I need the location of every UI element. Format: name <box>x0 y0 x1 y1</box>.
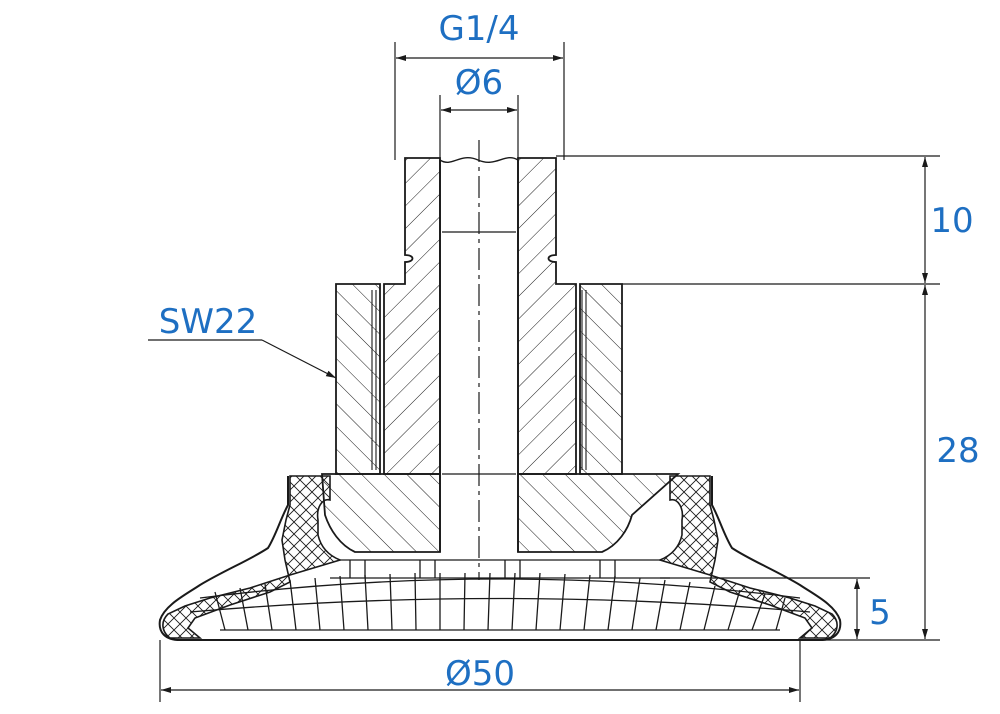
dimension-lines <box>148 42 940 702</box>
dim-cup-diameter-label: Ø50 <box>445 654 515 694</box>
rubber-cup-section <box>158 475 842 641</box>
dim-wrench-label: SW22 <box>159 302 257 342</box>
threaded-nipple-section <box>383 140 577 580</box>
dim-thread-label: G1/4 <box>438 9 519 49</box>
metal-body-section <box>321 283 681 553</box>
dim-body-height-label: 28 <box>936 431 979 471</box>
dim-bore-label: Ø6 <box>455 63 503 103</box>
dim-thread-height-label: 10 <box>930 201 973 241</box>
cup-ribs <box>189 559 811 631</box>
dim-lip-height-label: 5 <box>869 593 891 633</box>
